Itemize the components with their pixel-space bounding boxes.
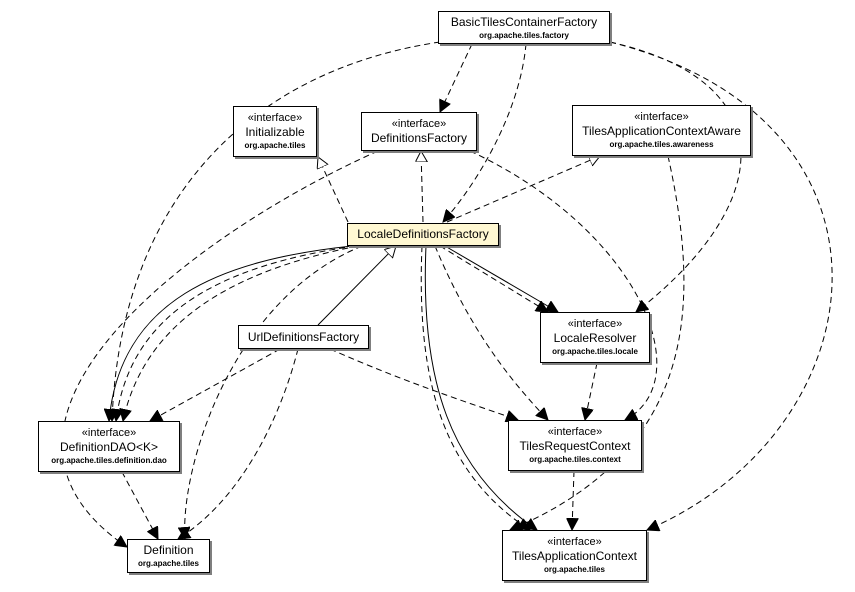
edge-dependency-basic-tiles-container-factory-to-definition-dao [112, 41, 441, 421]
interface-definitions-factory[interactable]: «interface» DefinitionsFactory [361, 112, 477, 151]
class-name: BasicTilesContainerFactory [450, 14, 598, 29]
stereotype: «interface» [547, 536, 602, 548]
class-name: UrlDefinitionsFactory [247, 329, 360, 344]
edge-generalization-url-definitions-factory-to-locale-definitions-factory [317, 246, 396, 326]
class-locale-definitions-factory[interactable]: LocaleDefinitionsFactory [347, 223, 499, 246]
edge-association-locale-definitions-factory-to-definition-dao [109, 245, 353, 421]
edge-dependency-basic-tiles-container-factory-to-locale-definitions-factory [443, 43, 527, 222]
edge-dependency-basic-tiles-container-factory-to-tiles-application-context [609, 41, 833, 530]
class-name: TilesRequestContext [519, 439, 631, 453]
package-name: org.apache.tiles [544, 565, 605, 574]
edge-dependency-definitions-factory-to-tiles-request-context [469, 150, 658, 420]
edge-association-locale-definitions-factory-to-tiles-application-context [424, 245, 537, 530]
package-name: org.apache.tiles [138, 559, 199, 568]
interface-tiles-application-context[interactable]: «interface» TilesApplicationContext org.… [502, 530, 647, 581]
package-name: org.apache.tiles.awareness [609, 140, 714, 149]
class-definition[interactable]: Definition org.apache.tiles [127, 539, 210, 573]
interface-locale-resolver[interactable]: «interface» LocaleResolver org.apache.ti… [540, 312, 650, 363]
class-name: DefinitionsFactory [370, 130, 468, 145]
edge-dependency-tiles-request-context-to-tiles-application-context [572, 470, 574, 530]
package-name: org.apache.tiles.factory [479, 30, 569, 40]
edge-dependency-basic-tiles-container-factory-to-definitions-factory [440, 43, 473, 112]
package-name: org.apache.tiles.definition.dao [51, 456, 167, 465]
class-name: LocaleResolver [553, 331, 637, 345]
edge-dependency-url-definitions-factory-to-definition-dao [150, 348, 281, 421]
edge-dependency-locale-definitions-factory-to-tiles-request-context [434, 245, 548, 420]
package-name: org.apache.tiles.context [529, 455, 621, 464]
stereotype: «interface» [391, 117, 447, 130]
stereotype: «interface» [567, 318, 623, 330]
edge-dependency-locale-definitions-factory-to-tiles-application-context [420, 245, 530, 530]
class-url-definitions-factory[interactable]: UrlDefinitionsFactory [238, 325, 369, 349]
stereotype: «interface» [247, 112, 303, 124]
edge-dependency-locale-definitions-factory-to-definition-dao [116, 245, 356, 421]
edge-dependency-definition-dao-to-definition [121, 471, 158, 539]
edge-dependency-url-definitions-factory-to-definition [178, 348, 299, 539]
class-name: TilesApplicationContextAware [582, 124, 741, 138]
interface-tiles-application-context-aware[interactable]: «interface» TilesApplicationContextAware… [572, 105, 751, 156]
interface-initializable[interactable]: «interface» Initializable org.apache.til… [233, 106, 317, 157]
edge-realization-locale-definitions-factory-to-definitions-factory [421, 151, 423, 223]
interface-tiles-request-context[interactable]: «interface» TilesRequestContext org.apac… [508, 420, 642, 471]
edge-realization-locale-definitions-factory-to-initializable [318, 157, 349, 223]
class-name: LocaleDefinitionsFactory [357, 227, 489, 241]
edge-dependency-locale-definitions-factory-to-locale-resolver [439, 245, 548, 312]
class-name: Initializable [245, 125, 305, 139]
interface-definition-dao[interactable]: «interface» DefinitionDAO<K> org.apache.… [38, 421, 180, 472]
class-name: Definition [143, 543, 194, 557]
edge-realization-locale-definitions-factory-to-tiles-application-context-aware [446, 156, 600, 223]
class-basic-tiles-container-factory[interactable]: BasicTilesContainerFactory org.apache.ti… [438, 11, 610, 44]
stereotype: «interface» [634, 111, 689, 123]
edge-dependency-url-definitions-factory-to-tiles-request-context [329, 348, 518, 420]
class-name: TilesApplicationContext [512, 549, 637, 563]
edge-dependency-locale-resolver-to-tiles-request-context [585, 362, 598, 420]
package-name: org.apache.tiles.locale [552, 347, 638, 356]
stereotype: «interface» [547, 426, 603, 438]
edge-dependency-tiles-application-context-aware-to-tiles-application-context [510, 155, 685, 530]
edge-dependency-basic-tiles-container-factory-to-locale-resolver [609, 41, 742, 312]
edge-dependency-locale-definitions-factory-to-definition-dao [123, 245, 359, 421]
edge-dependency-locale-definitions-factory-to-definition [185, 245, 363, 539]
class-name: DefinitionDAO<K> [59, 440, 159, 454]
edge-dependency-definitions-factory-to-definition [61, 150, 379, 547]
stereotype: «interface» [81, 427, 137, 439]
package-name: org.apache.tiles [244, 141, 306, 150]
